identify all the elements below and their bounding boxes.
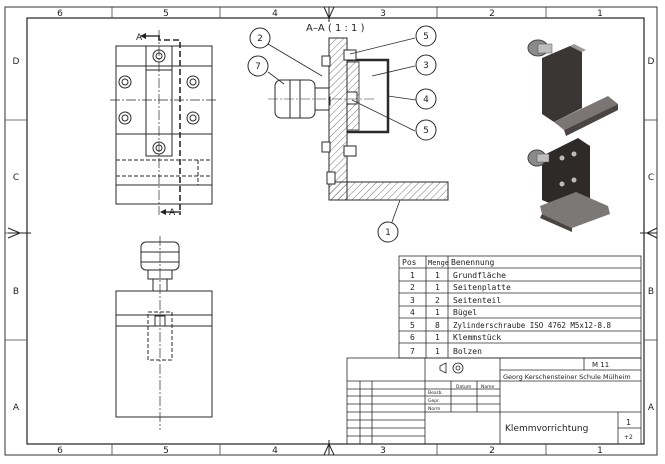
- tb-label-gepr: Gepr.: [428, 398, 440, 404]
- tb-class: M 11: [592, 361, 609, 369]
- balloon-5-lower: 5: [423, 126, 429, 136]
- parts-row-4-pos: 4: [410, 308, 415, 317]
- tb-label-norm: Norm: [428, 406, 440, 412]
- parts-header-qty: Menge: [428, 259, 449, 267]
- section-title: A–A ( 1 : 1 ): [306, 23, 365, 34]
- parts-row-7-name: Bolzen: [453, 347, 482, 356]
- zone-col-bottom-4: 3: [380, 446, 386, 456]
- top-view: [110, 30, 218, 215]
- inner-frame: [26, 17, 645, 445]
- balloon-4: 4: [423, 95, 429, 105]
- tb-label-datum: Datum: [456, 384, 471, 390]
- parts-row-5-pos: 5: [410, 321, 415, 330]
- zone-col-top-1: 6: [57, 9, 63, 19]
- zone-col-bottom-1: 6: [57, 446, 63, 456]
- parts-row-5-name: Zylinderschraube ISO 4762 M5x12-8.8: [453, 321, 612, 330]
- zone-col-bottom-6: 1: [597, 446, 603, 456]
- balloons: [247, 25, 437, 243]
- parts-row-2-name: Seitenplatte: [453, 283, 511, 292]
- zone-row-right-4: A: [648, 403, 655, 413]
- tb-drawing-title: Klemmvorrichtung: [505, 424, 588, 434]
- section-view: [268, 37, 449, 201]
- zone-col-top-6: 1: [597, 9, 603, 19]
- parts-row-4-name: Bügel: [453, 308, 477, 317]
- balloon-leaders: [267, 37, 417, 223]
- parts-row-3-pos: 3: [410, 296, 415, 305]
- zone-row-left-2: C: [13, 173, 19, 183]
- zone-col-top-5: 2: [489, 9, 495, 19]
- balloon-7: 7: [255, 62, 261, 72]
- tb-sheet-of: +2: [624, 434, 633, 441]
- title-block-grid: [346, 357, 642, 445]
- parts-row-5-qty: 8: [435, 321, 440, 330]
- zone-row-left-1: D: [13, 57, 20, 67]
- zone-col-bottom-5: 2: [489, 446, 495, 456]
- balloon-5-top: 5: [423, 32, 429, 42]
- zone-row-left-4: A: [13, 403, 20, 413]
- zone-col-top-2: 5: [163, 9, 169, 19]
- parts-row-2-qty: 1: [435, 283, 440, 292]
- zone-col-bottom-2: 5: [163, 446, 169, 456]
- parts-row-2-pos: 2: [410, 283, 415, 292]
- outer-frame: [4, 6, 658, 456]
- cut-label-bottom: A: [169, 208, 176, 218]
- iso-render-bottom: [527, 138, 610, 232]
- parts-header-pos: Pos: [402, 258, 417, 267]
- balloon-1: 1: [385, 228, 391, 238]
- zone-col-top-4: 3: [380, 9, 386, 19]
- zone-row-right-3: B: [648, 287, 654, 297]
- centering-marks: [7, 6, 658, 456]
- front-view: [115, 236, 213, 430]
- parts-row-7-pos: 7: [410, 347, 415, 356]
- tb-school: Georg Kerschensteiner Schule Mülheim: [503, 373, 631, 381]
- parts-row-7-qty: 1: [435, 347, 440, 356]
- tb-label-bearb: Bearb.: [428, 390, 443, 396]
- iso-render-top: [527, 39, 618, 136]
- tb-label-name: Name: [481, 384, 495, 390]
- cut-label-top: A: [136, 33, 143, 43]
- zone-row-left-3: B: [13, 287, 19, 297]
- zone-col-bottom-3: 4: [272, 446, 278, 456]
- parts-row-6-qty: 1: [435, 333, 440, 342]
- parts-row-1-qty: 1: [435, 271, 440, 280]
- tb-sheet: 1: [626, 418, 631, 427]
- balloon-3: 3: [423, 61, 429, 71]
- parts-row-3-qty: 2: [435, 296, 440, 305]
- parts-row-3-name: Seitenteil: [453, 296, 501, 305]
- parts-row-6-name: Klemmstück: [453, 333, 501, 342]
- parts-row-4-qty: 1: [435, 308, 440, 317]
- parts-row-1-pos: 1: [410, 271, 415, 280]
- parts-row-1-name: Grundfläche: [453, 271, 506, 280]
- parts-header-name: Benennung: [451, 258, 495, 267]
- zone-row-right-1: D: [648, 57, 655, 67]
- balloon-2: 2: [257, 34, 263, 44]
- projection-symbol: [439, 362, 464, 374]
- zone-col-top-3: 4: [272, 9, 278, 19]
- zone-row-right-2: C: [648, 173, 654, 183]
- parts-row-6-pos: 6: [410, 333, 415, 342]
